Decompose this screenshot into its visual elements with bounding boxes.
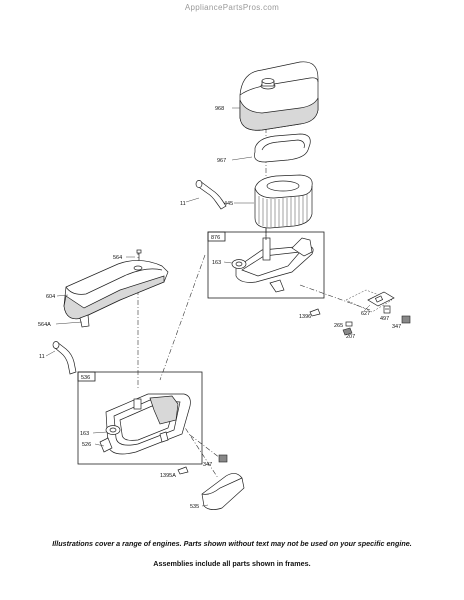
label-526: 526 — [82, 442, 91, 448]
label-967: 967 — [217, 158, 226, 164]
centerline-diagonal — [159, 254, 206, 381]
caption-assemblies-notice: Assemblies include all parts shown in fr… — [153, 559, 311, 568]
label-445: 445 — [224, 201, 233, 207]
label-207: 207 — [346, 334, 355, 340]
caption-range-notice: Illustrations cover a range of engines. … — [52, 539, 412, 548]
centerline-347b — [189, 434, 221, 459]
nut-347-upper — [401, 315, 411, 324]
air-cleaner-base-876 — [231, 228, 314, 293]
watermark-text: AppliancePartsPros.com — [184, 3, 280, 12]
label-1395A: 1395A — [160, 473, 176, 479]
label-535: 535 — [190, 504, 199, 510]
nut-347-lower — [218, 454, 228, 463]
label-11-lower: 11 — [39, 354, 45, 360]
frame-536 — [77, 371, 203, 465]
spacer-207 — [342, 327, 353, 336]
label-968: 968 — [215, 106, 224, 112]
air-cleaner-cover-968 — [239, 61, 319, 131]
label-604: 604 — [46, 294, 55, 300]
air-filter-445 — [254, 174, 313, 229]
label-265: 265 — [334, 323, 343, 329]
centerline-filter-535 — [179, 419, 219, 479]
breather-tube-11-lower — [52, 341, 77, 375]
breather-tube-11-upper — [195, 180, 227, 210]
centerline-to-tab — [299, 284, 371, 311]
washer-265 — [345, 321, 353, 327]
label-564A: 564A — [38, 322, 51, 328]
screw-497 — [383, 305, 391, 314]
label-564: 564 — [113, 255, 122, 261]
label-536: 536 — [81, 375, 90, 381]
label-876: 876 — [211, 235, 220, 241]
label-1396: 1396 — [299, 314, 311, 320]
label-163-upper: 163 — [212, 260, 221, 266]
label-11-upper: 11 — [180, 201, 186, 207]
pre-cleaner-535 — [201, 473, 245, 510]
label-497: 497 — [380, 316, 389, 322]
gasket-627 — [345, 289, 393, 313]
screw-1396 — [309, 308, 321, 317]
label-347-upper: 347 — [392, 324, 401, 330]
pre-cleaner-967 — [254, 133, 311, 163]
label-163-lower: 163 — [80, 431, 89, 437]
label-347-lower: 347 — [203, 462, 212, 468]
label-627: 627 — [361, 311, 370, 317]
cover-604 — [63, 260, 169, 328]
screw-1395A — [177, 466, 189, 475]
bracket-627-hardware — [367, 291, 395, 307]
air-cleaner-base-536 — [99, 393, 191, 455]
